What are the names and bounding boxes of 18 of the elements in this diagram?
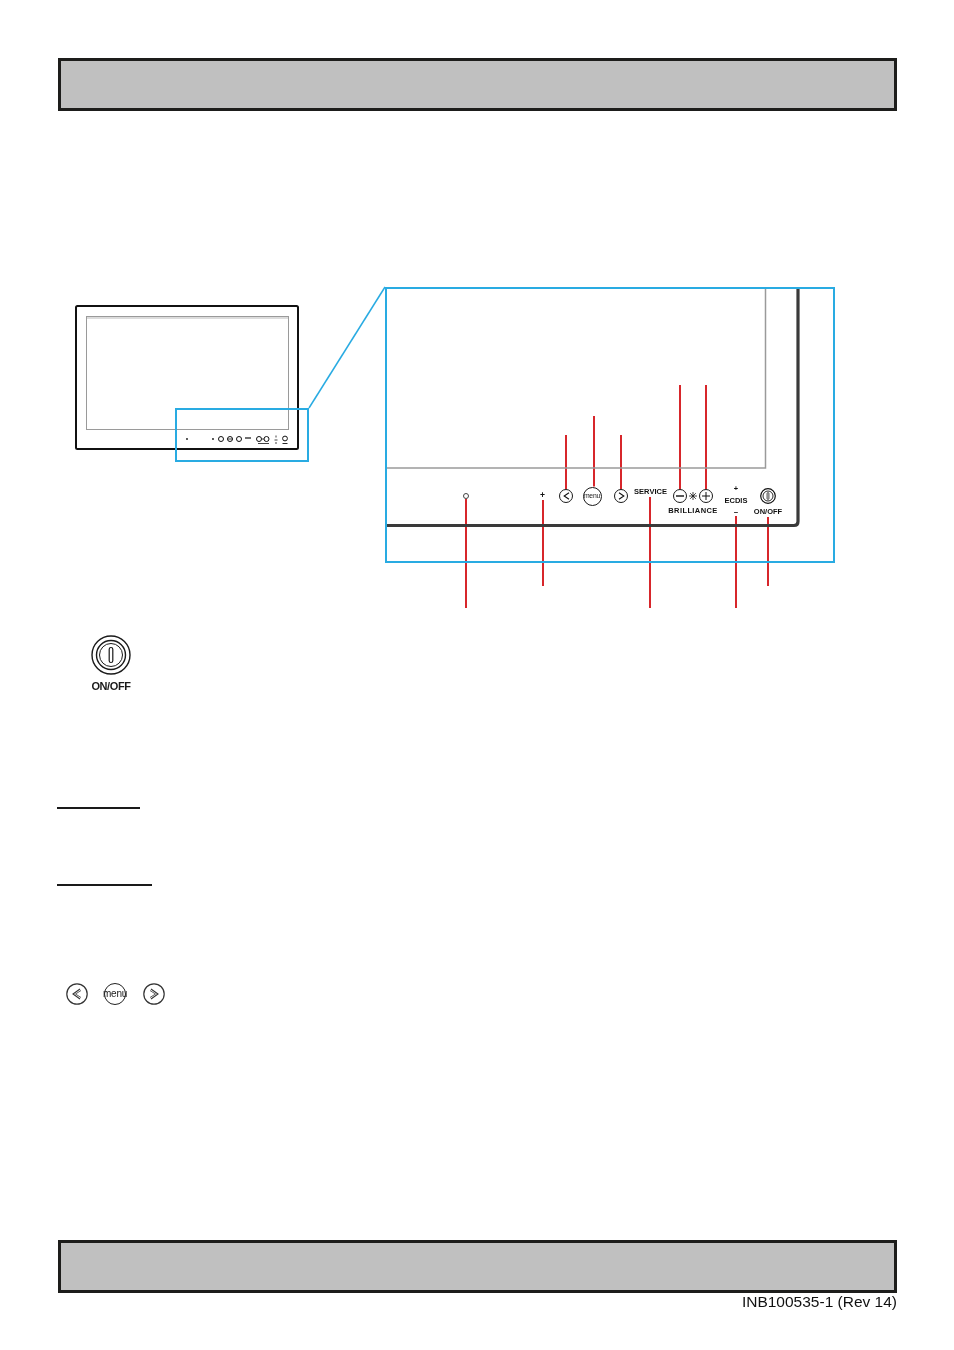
leader-line <box>565 434 567 490</box>
document-reference: INB100535-1 (Rev 14) <box>740 1293 897 1311</box>
leader-line <box>705 384 707 490</box>
leader-line <box>735 515 737 609</box>
plus-mark: + <box>538 490 547 500</box>
connector-line <box>308 286 386 409</box>
minus-button <box>673 489 687 503</box>
leader-line <box>767 516 769 587</box>
menu-button: menu <box>100 983 130 1005</box>
detail-view-frame <box>385 287 835 563</box>
leader-line <box>593 415 595 488</box>
leader-line <box>542 499 544 587</box>
leader-line <box>465 498 467 609</box>
zoom-frame <box>175 408 309 462</box>
leader-line <box>679 384 681 490</box>
icon-caption: ON/OFF <box>90 679 132 693</box>
leader-line <box>649 496 651 609</box>
leader-line <box>620 434 622 490</box>
